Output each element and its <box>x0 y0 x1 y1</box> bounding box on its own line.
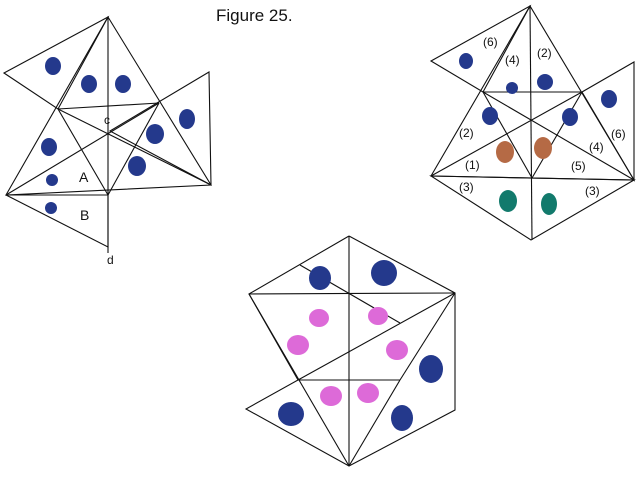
teal-dot <box>541 193 557 215</box>
number-label: (5) <box>571 159 586 173</box>
blue-dot <box>419 355 443 383</box>
blue-dot <box>309 266 331 290</box>
number-label: (3) <box>585 184 600 198</box>
right-net-right-flap <box>581 61 635 183</box>
blue-dot <box>41 138 57 156</box>
left-net-flap-triangle <box>2 15 110 110</box>
pink-dot <box>386 340 408 360</box>
blue-dot <box>391 405 413 431</box>
pink-dot <box>320 386 342 406</box>
blue-dot <box>601 90 617 108</box>
right-net-diagonal-a <box>482 91 635 181</box>
number-label: (4) <box>505 53 520 67</box>
number-label: (1) <box>465 158 480 172</box>
blue-dot <box>81 75 97 93</box>
blue-dot <box>278 402 304 426</box>
pink-dot <box>357 383 379 403</box>
left-net-midline-right <box>107 102 160 196</box>
label-c: c <box>104 113 110 127</box>
blue-dot <box>459 53 473 69</box>
pink-dot <box>309 309 329 327</box>
blue-dot <box>45 57 61 75</box>
number-label: (6) <box>611 127 626 141</box>
bottom-net <box>244 235 456 467</box>
bottom-net-diagonal-c <box>348 379 401 467</box>
blue-dot <box>562 108 578 126</box>
left-net-diagonal-a <box>57 108 212 186</box>
bottom-net-top-horizontal <box>248 292 456 295</box>
right-net-midline-left <box>482 91 533 179</box>
number-label: (4) <box>589 140 604 154</box>
blue-dot <box>506 82 518 94</box>
blue-dot <box>179 109 195 129</box>
number-label: (6) <box>483 35 498 49</box>
left-net-midline-left <box>57 108 109 196</box>
brown-dot <box>534 137 552 159</box>
label-d: d <box>107 253 114 267</box>
blue-dot <box>482 107 498 125</box>
right-net-flap-triangle <box>429 4 532 93</box>
pink-dot <box>368 307 388 325</box>
bottom-net-diagonal-a <box>297 292 456 381</box>
teal-dot <box>499 190 517 212</box>
pink-dot <box>287 335 309 355</box>
blue-dot <box>45 202 57 214</box>
blue-dot <box>537 74 553 90</box>
number-label: (2) <box>459 126 474 140</box>
right-net: (6) (4) (2) (2) (6) (4) (1) (5) (3) (3) <box>429 4 636 241</box>
right-net-diagonal-b <box>430 91 583 177</box>
left-net-bottom-triangle <box>5 194 109 248</box>
left-net: c A B d <box>2 15 212 267</box>
label-b: B <box>80 207 89 223</box>
left-net-diagonal-b <box>5 102 160 196</box>
number-label: (3) <box>459 180 474 194</box>
blue-dot <box>146 124 164 144</box>
brown-dot <box>496 141 514 163</box>
number-label: (2) <box>537 46 552 60</box>
left-net-right-triangle <box>108 71 212 186</box>
figure-title: Figure 25. <box>216 6 293 25</box>
blue-dot <box>371 260 397 286</box>
blue-dot <box>128 156 146 176</box>
bottom-net-diagonal-b <box>399 292 456 381</box>
label-a: A <box>79 169 89 185</box>
blue-dot <box>115 75 131 93</box>
blue-dot <box>46 174 58 186</box>
right-net-vertical <box>529 5 533 241</box>
